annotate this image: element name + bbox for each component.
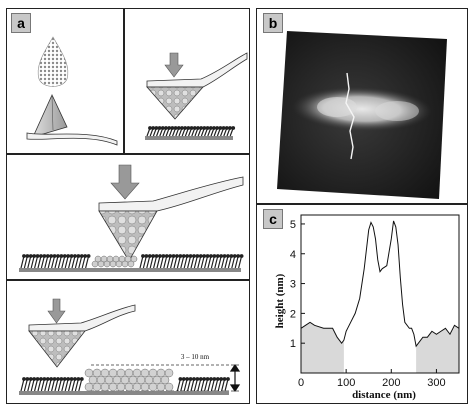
x-axis-label: distance (nm)	[352, 389, 416, 401]
grafted-pattern-illustration: 3 – 10 nm	[19, 298, 241, 395]
monolayer-substrate	[19, 254, 244, 272]
nanografting-illustration	[19, 164, 244, 272]
afm-topography-image	[277, 31, 447, 199]
y-tick-label: 3	[290, 279, 296, 291]
down-arrow-icon	[47, 298, 66, 324]
panel-label-c: c	[263, 209, 283, 229]
cantilever	[26, 132, 118, 146]
x-tick-label: 300	[427, 377, 445, 389]
down-arrow-icon	[164, 52, 184, 78]
monolayer-substrate	[19, 368, 230, 395]
panel-a-step2	[124, 8, 250, 154]
height-profile-chart: 0 100 200 300 1 2 3 4 5 height (nm) distance (nm…	[274, 214, 460, 401]
coated-tip	[146, 86, 204, 120]
x-tick-label: 0	[298, 377, 304, 389]
y-tick-label: 1	[290, 338, 296, 350]
cantilever	[98, 176, 244, 212]
droplet-icon	[37, 36, 69, 87]
panel-label-a: a	[11, 13, 31, 33]
tip-approach-illustration	[145, 52, 248, 140]
panel-label-b: b	[263, 13, 283, 33]
x-tick-label: 100	[337, 377, 355, 389]
x-tick-label: 200	[382, 377, 400, 389]
cantilever	[28, 304, 136, 332]
scale-label: 3 – 10 nm	[181, 353, 210, 361]
plot-frame	[300, 214, 460, 374]
coated-tip	[98, 210, 158, 262]
peak-region	[343, 220, 417, 373]
panel-b: b	[256, 8, 468, 204]
y-axis-label: height (nm)	[274, 273, 286, 328]
profile-line	[345, 72, 355, 160]
panel-a-step4: 3 – 10 nm	[6, 280, 250, 404]
panel-a-step1: a	[6, 8, 124, 154]
double-arrow-icon	[229, 363, 241, 393]
panel-c: c 0 100 200 300 1 2 3 4 5 height (nm) distance (…	[256, 204, 468, 404]
profile-line	[300, 220, 460, 348]
cantilever	[146, 52, 248, 88]
panel-a-step3	[6, 154, 250, 280]
y-tick-label: 4	[290, 249, 296, 261]
coated-tip	[28, 330, 86, 368]
monolayer-substrate	[145, 126, 236, 140]
y-tick-label: 2	[290, 308, 296, 320]
y-tick-label: 5	[290, 219, 296, 231]
tip-coating-illustration	[26, 36, 118, 146]
down-arrow-icon	[110, 164, 140, 200]
afm-tip	[32, 94, 68, 138]
